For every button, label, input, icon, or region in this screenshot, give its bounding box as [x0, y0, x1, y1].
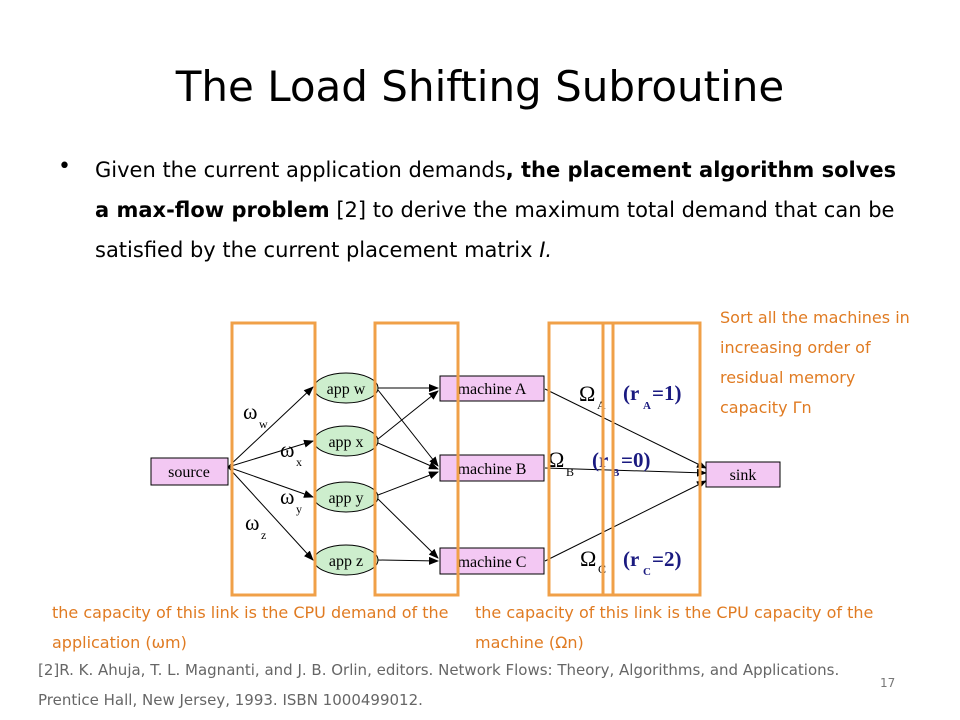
edge-source-app-w — [227, 386, 314, 468]
cpu-demand-note: the capacity of this link is the CPU dem… — [52, 603, 449, 652]
edge-machine-a-sink — [544, 388, 707, 469]
omega-y-subscript: y — [296, 502, 302, 516]
rank-b-close: =0) — [621, 448, 650, 472]
edge-app-x-machine-a — [377, 390, 439, 440]
bullet-text: Given the current application demands, t… — [95, 150, 898, 270]
edge-app-w-machine-b — [377, 389, 439, 467]
machine-node-a-label: machine A — [458, 381, 527, 398]
Omega-b-symbol: Ω — [548, 447, 564, 472]
bullet-text-part3: [2] to derive the maximum total demand t… — [95, 198, 895, 262]
omega-z-symbol: ω — [245, 510, 259, 535]
omega-y-symbol: ω — [280, 484, 294, 509]
rank-c-open: (r — [623, 547, 639, 571]
bullet-text-part1: Given the current application demands — [95, 158, 506, 182]
sink-node-label: sink — [730, 467, 757, 484]
source-node — [150, 457, 229, 486]
machine-capacity-labels: Ω A Ω B Ω C — [548, 381, 606, 576]
edge-source-app-y — [227, 466, 314, 498]
rank-b-open: (r — [592, 448, 608, 472]
Omega-b-subscript: B — [566, 465, 574, 479]
app-node-y-label: app y — [328, 490, 363, 507]
omega-x-subscript: x — [296, 455, 302, 469]
highlight-machine-capacity-links — [547, 321, 615, 597]
sort-machines-note: Sort all the machines in increasing orde… — [720, 308, 910, 417]
machine-node-c-label: machine C — [458, 554, 527, 571]
slide-title: The Load Shifting Subroutine — [175, 62, 785, 111]
edge-app-x-machine-b — [377, 442, 439, 470]
bullet-point: • Given the current application demands,… — [58, 150, 898, 270]
rank-b-subscript: B — [612, 467, 620, 479]
edge-app-y-machine-b — [377, 471, 439, 496]
machine-node-b-label: machine B — [458, 461, 527, 478]
edge-app-y-machine-c — [377, 498, 439, 559]
app-to-machine-edges — [377, 384, 439, 565]
edge-source-app-x — [227, 439, 314, 468]
bullet-text-bold: , the placement algorithm solves a max-f… — [95, 158, 897, 222]
omega-w-symbol: ω — [243, 399, 257, 424]
page-number: 17 — [880, 676, 896, 690]
source-node-label: source — [168, 464, 210, 481]
rank-a-open: (r — [623, 381, 639, 405]
omega-x-symbol: ω — [280, 437, 294, 462]
rank-a-close: =1) — [652, 381, 681, 405]
rank-c-subscript: C — [643, 566, 651, 578]
edge-source-app-z — [227, 466, 314, 561]
omega-z-subscript: z — [261, 528, 266, 542]
edge-machine-c-sink — [544, 480, 707, 562]
highlight-app-machine-links — [373, 321, 460, 597]
Omega-c-symbol: Ω — [580, 546, 596, 571]
Omega-a-symbol: Ω — [579, 381, 595, 406]
cpu-capacity-note: the capacity of this link is the CPU cap… — [475, 603, 874, 652]
rank-a-subscript: A — [643, 400, 651, 412]
app-node-x-label: app x — [328, 434, 363, 451]
highlight-machine-order — [601, 321, 702, 597]
omega-w-subscript: w — [259, 417, 268, 431]
app-node-w-label: app w — [327, 381, 366, 398]
bullet-dot: • — [58, 154, 71, 179]
edge-app-z-machine-c — [377, 556, 439, 565]
rank-c-close: =2) — [652, 547, 681, 571]
highlight-app-demand-links — [230, 321, 317, 597]
machine-to-sink-edges — [544, 388, 707, 562]
edge-machine-b-sink — [544, 467, 707, 477]
highlight-boxes — [230, 321, 702, 597]
source-to-app-edges — [227, 386, 314, 561]
app-demand-labels: ω w ω x ω y ω z — [243, 399, 302, 542]
bullet-text-italic: I. — [539, 238, 553, 262]
app-node-z-label: app z — [329, 553, 363, 570]
reference-citation: [2]R. K. Ahuja, T. L. Magnanti, and J. B… — [38, 661, 840, 709]
sink-node — [705, 461, 781, 488]
